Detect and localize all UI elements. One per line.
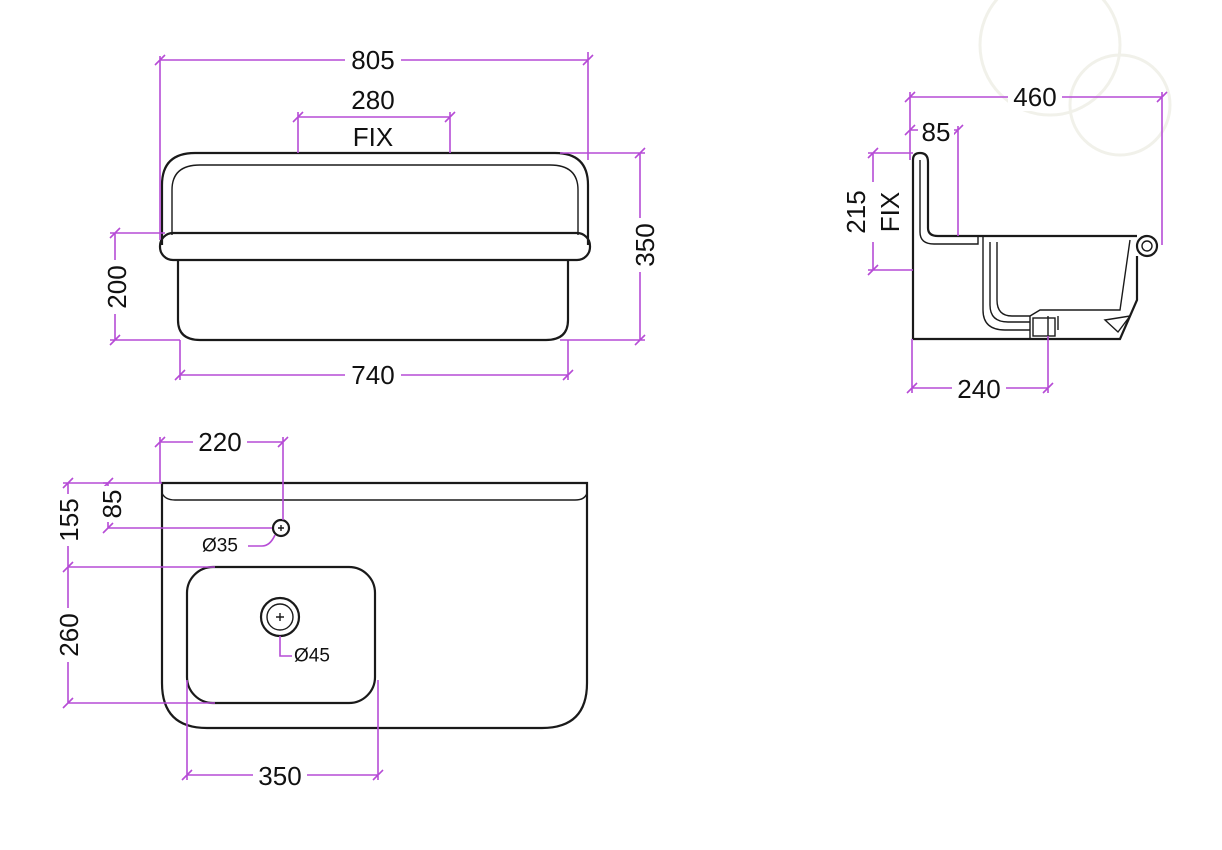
dim-85-wall: 85 [904, 117, 964, 236]
dim-85-tap: 85 [97, 477, 272, 534]
plan-view: 220 85 155 Ø35 260 Ø45 350 [54, 427, 589, 791]
dim-label: 280 [351, 85, 394, 115]
plan-back-ledge [161, 492, 588, 501]
side-overflow-loop-inner [1141, 240, 1153, 252]
dim-280-fix: 280 FIX [292, 85, 456, 153]
fix-label: FIX [875, 192, 905, 232]
dim-label: 460 [1013, 82, 1056, 112]
front-bowl-outline [176, 260, 570, 342]
dim-label: 85 [922, 117, 951, 147]
dim-215-fix: 215 FIX [841, 147, 913, 276]
front-view: 805 280 FIX 350 200 740 [102, 45, 660, 390]
dim-200-height: 200 [102, 227, 180, 346]
front-rim-band [158, 231, 592, 262]
tap-hole-icon [271, 518, 291, 538]
dim-label: 85 [97, 490, 127, 519]
front-rim-outline [160, 151, 590, 245]
watermark-logo [978, 0, 1172, 157]
dim-350-basin: 350 [181, 680, 384, 791]
dim-label: 350 [258, 761, 301, 791]
leader-35: Ø35 [202, 534, 276, 557]
front-rim-inner [171, 164, 579, 235]
dim-label: 260 [54, 613, 84, 656]
dim-label: 215 [841, 190, 871, 233]
side-drain [1032, 317, 1056, 337]
side-overflow-loop [1135, 234, 1159, 258]
plan-basin [185, 565, 377, 705]
dim-label: 220 [198, 427, 241, 457]
side-profile-inner [919, 160, 1132, 339]
dim-label: 805 [351, 45, 394, 75]
side-profile-outer [911, 151, 1139, 341]
dim-label: Ø45 [294, 646, 330, 667]
drain-icon [259, 596, 301, 638]
dim-label: 740 [351, 360, 394, 390]
dim-label: 155 [54, 498, 84, 541]
leader-45: Ø45 [279, 636, 330, 667]
dim-label: 240 [957, 374, 1000, 404]
dim-label: 200 [102, 265, 132, 308]
dim-805: 805 [154, 45, 594, 240]
dim-label: Ø35 [202, 536, 238, 557]
dim-740: 740 [174, 340, 574, 390]
side-view: 460 85 215 FIX 240 [841, 82, 1168, 404]
dim-155: 155 [54, 477, 215, 573]
dim-label: 350 [630, 223, 660, 266]
dim-350-height: 350 [560, 147, 660, 346]
dim-220: 220 [154, 427, 289, 520]
fix-label: FIX [353, 122, 393, 152]
dim-260: 260 [54, 567, 215, 709]
dim-460: 460 [904, 82, 1168, 245]
dim-240: 240 [906, 336, 1054, 404]
